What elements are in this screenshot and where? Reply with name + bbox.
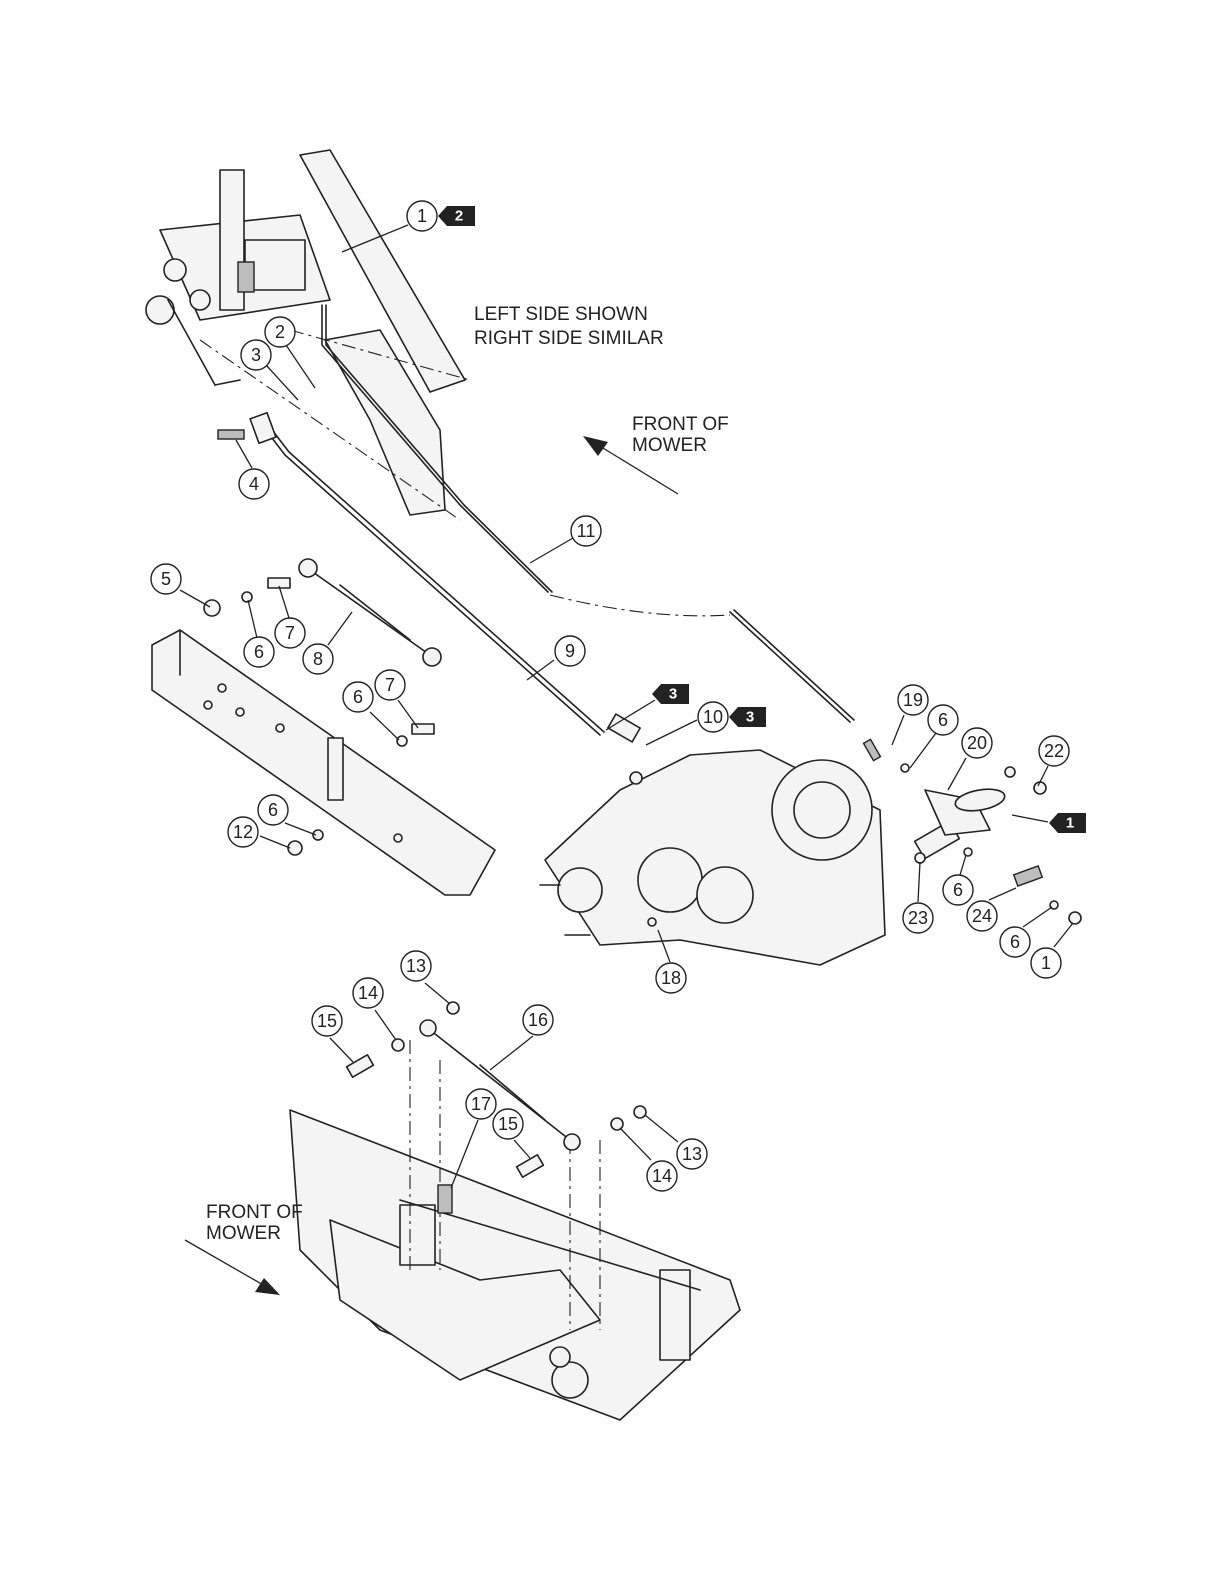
svg-text:15: 15 [498,1114,518,1134]
callout-7-a: 7 [275,618,305,648]
note-side-line2: RIGHT SIDE SIMILAR [474,328,664,349]
callout-17: 17 [466,1089,496,1119]
callout-11: 11 [571,516,601,546]
svg-text:2: 2 [275,322,285,342]
callout-6-f: 6 [1000,927,1030,957]
note-badge-1: 1 [1049,813,1086,833]
front-arrow-lower [185,1240,280,1295]
callout-6-d: 6 [928,705,958,735]
callout-22: 22 [1039,736,1069,766]
callout-15-b: 15 [493,1109,523,1139]
callout-12: 12 [228,817,258,847]
callout-4: 4 [239,469,269,499]
svg-text:16: 16 [528,1010,548,1030]
svg-text:13: 13 [406,956,426,976]
callout-14-b: 14 [647,1161,677,1191]
note-front-lower-line1: FRONT OF [206,1202,303,1223]
note-badge-2: 2 [438,206,475,226]
svg-text:20: 20 [967,733,987,753]
callout-6-c: 6 [258,795,288,825]
svg-text:6: 6 [353,687,363,707]
svg-text:22: 22 [1044,741,1064,761]
svg-text:5: 5 [161,569,171,589]
svg-text:23: 23 [908,908,928,928]
svg-text:9: 9 [565,641,575,661]
callout-6-e: 6 [943,875,973,905]
svg-text:10: 10 [703,707,723,727]
callout-1-bottom: 1 [1031,948,1061,978]
svg-text:14: 14 [652,1166,672,1186]
svg-text:1: 1 [1066,815,1074,832]
svg-text:3: 3 [251,345,261,365]
callout-24: 24 [967,901,997,931]
callout-13-b: 13 [677,1139,707,1169]
callout-9: 9 [555,636,585,666]
svg-text:3: 3 [746,709,754,726]
svg-text:19: 19 [903,690,923,710]
svg-text:14: 14 [358,983,378,1003]
svg-text:6: 6 [268,800,278,820]
svg-text:8: 8 [313,649,323,669]
callout-23: 23 [903,903,933,933]
svg-text:13: 13 [682,1144,702,1164]
svg-text:1: 1 [1041,953,1051,973]
svg-text:1: 1 [417,206,427,226]
callout-16: 16 [523,1005,553,1035]
svg-text:24: 24 [972,906,992,926]
svg-text:18: 18 [661,968,681,988]
callout-19: 19 [898,685,928,715]
callout-20: 20 [962,728,992,758]
svg-text:3: 3 [669,686,677,703]
callout-3: 3 [241,340,271,370]
svg-text:7: 7 [285,623,295,643]
svg-text:6: 6 [938,710,948,730]
note-front-lower-line2: MOWER [206,1223,281,1244]
callout-15-a: 15 [312,1006,342,1036]
svg-text:6: 6 [1010,932,1020,952]
svg-text:15: 15 [317,1011,337,1031]
callout-1-top: 1 [407,201,437,231]
svg-text:12: 12 [233,822,253,842]
transmission-unit [540,714,1081,965]
callout-14-a: 14 [353,978,383,1008]
note-side-line1: LEFT SIDE SHOWN [474,304,648,325]
callout-6-b: 6 [343,682,373,712]
callout-10: 10 [698,702,728,732]
svg-text:11: 11 [577,521,596,541]
svg-text:7: 7 [385,675,395,695]
svg-text:17: 17 [471,1094,491,1114]
callout-8: 8 [303,644,333,674]
note-badge-3-a: 3 [652,684,689,704]
callout-5: 5 [151,564,181,594]
note-front-upper-line1: FRONT OF [632,414,729,435]
svg-text:6: 6 [953,880,963,900]
callout-2: 2 [265,317,295,347]
svg-text:2: 2 [455,208,463,225]
callout-18: 18 [656,963,686,993]
svg-text:6: 6 [254,642,264,662]
callout-7-b: 7 [375,670,405,700]
svg-text:4: 4 [249,474,259,494]
callout-13-a: 13 [401,951,431,981]
note-front-upper-line2: MOWER [632,435,707,456]
control-lever-assembly [146,150,465,392]
note-badge-3-b: 3 [729,707,766,727]
callout-6-a: 6 [244,637,274,667]
